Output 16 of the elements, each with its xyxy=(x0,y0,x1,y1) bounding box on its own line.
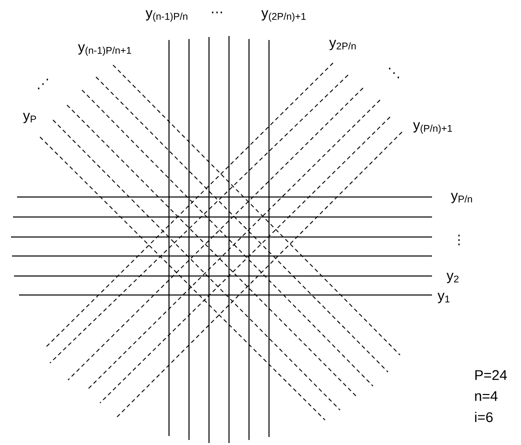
line-label: y$_{(P/n)+1}$ xyxy=(413,122,452,134)
line-label: y$_{1}$ xyxy=(438,292,450,304)
line-label: y$_{P/n}$ xyxy=(450,192,472,204)
line-label: y$_{P}$ xyxy=(23,112,36,124)
line-label: y$_{(n-1)P/n+1}$ xyxy=(78,44,132,56)
line-label: y$_{(2P/n)+1}$ xyxy=(261,10,306,22)
ellipsis: ⋱ xyxy=(389,68,399,78)
parameter-label: i=6 xyxy=(475,412,493,422)
parameter-label: n=4 xyxy=(475,391,498,401)
parameter-label: P=24 xyxy=(475,370,507,380)
ellipsis: ⋯ xyxy=(212,12,222,14)
line-label: y$_{2}$ xyxy=(446,272,458,284)
ellipsis: ⋰ xyxy=(38,78,48,90)
line-label: y$_{2P/n}$ xyxy=(329,40,356,50)
ellipsis: ⋮ xyxy=(458,234,460,246)
line-label: y$_{(n-1)P/n}$ xyxy=(146,10,188,22)
